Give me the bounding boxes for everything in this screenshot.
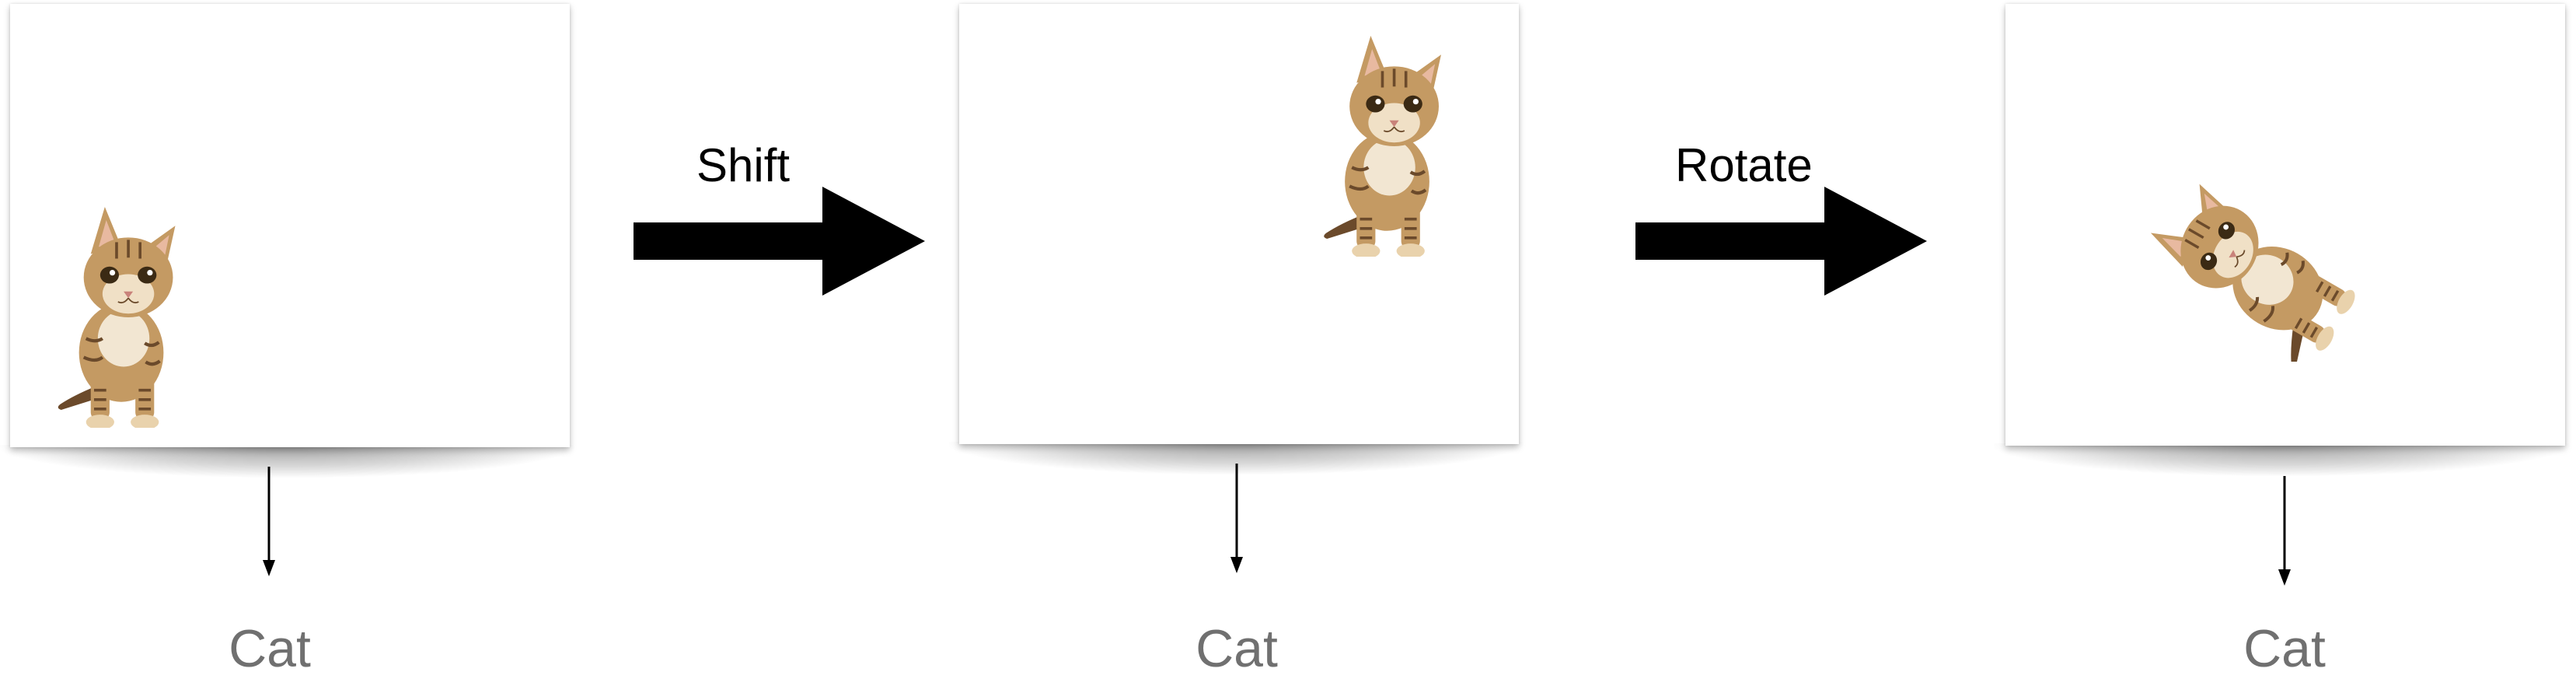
panel-shadow [1994,443,2569,476]
rotate-label: Rotate [1675,139,1813,191]
output-label-rotated: Cat [2243,619,2326,678]
down-arrow-icon [2278,476,2291,586]
shift-arrow-icon [634,187,925,296]
rotate-arrow-icon [1635,187,1927,296]
image-panel-original [10,4,570,447]
cat-icon [26,202,212,428]
image-panel-shifted [959,4,1519,444]
rotated-cat-icon [2127,173,2368,362]
image-panel-rotated [2005,4,2565,446]
down-arrow-icon [1230,464,1243,573]
cat-icon [1293,31,1476,257]
output-label-original: Cat [229,619,311,678]
shift-label: Shift [696,139,791,191]
panel-shadow [0,445,574,478]
down-arrow-icon [263,467,275,576]
output-label-shifted: Cat [1196,619,1278,678]
